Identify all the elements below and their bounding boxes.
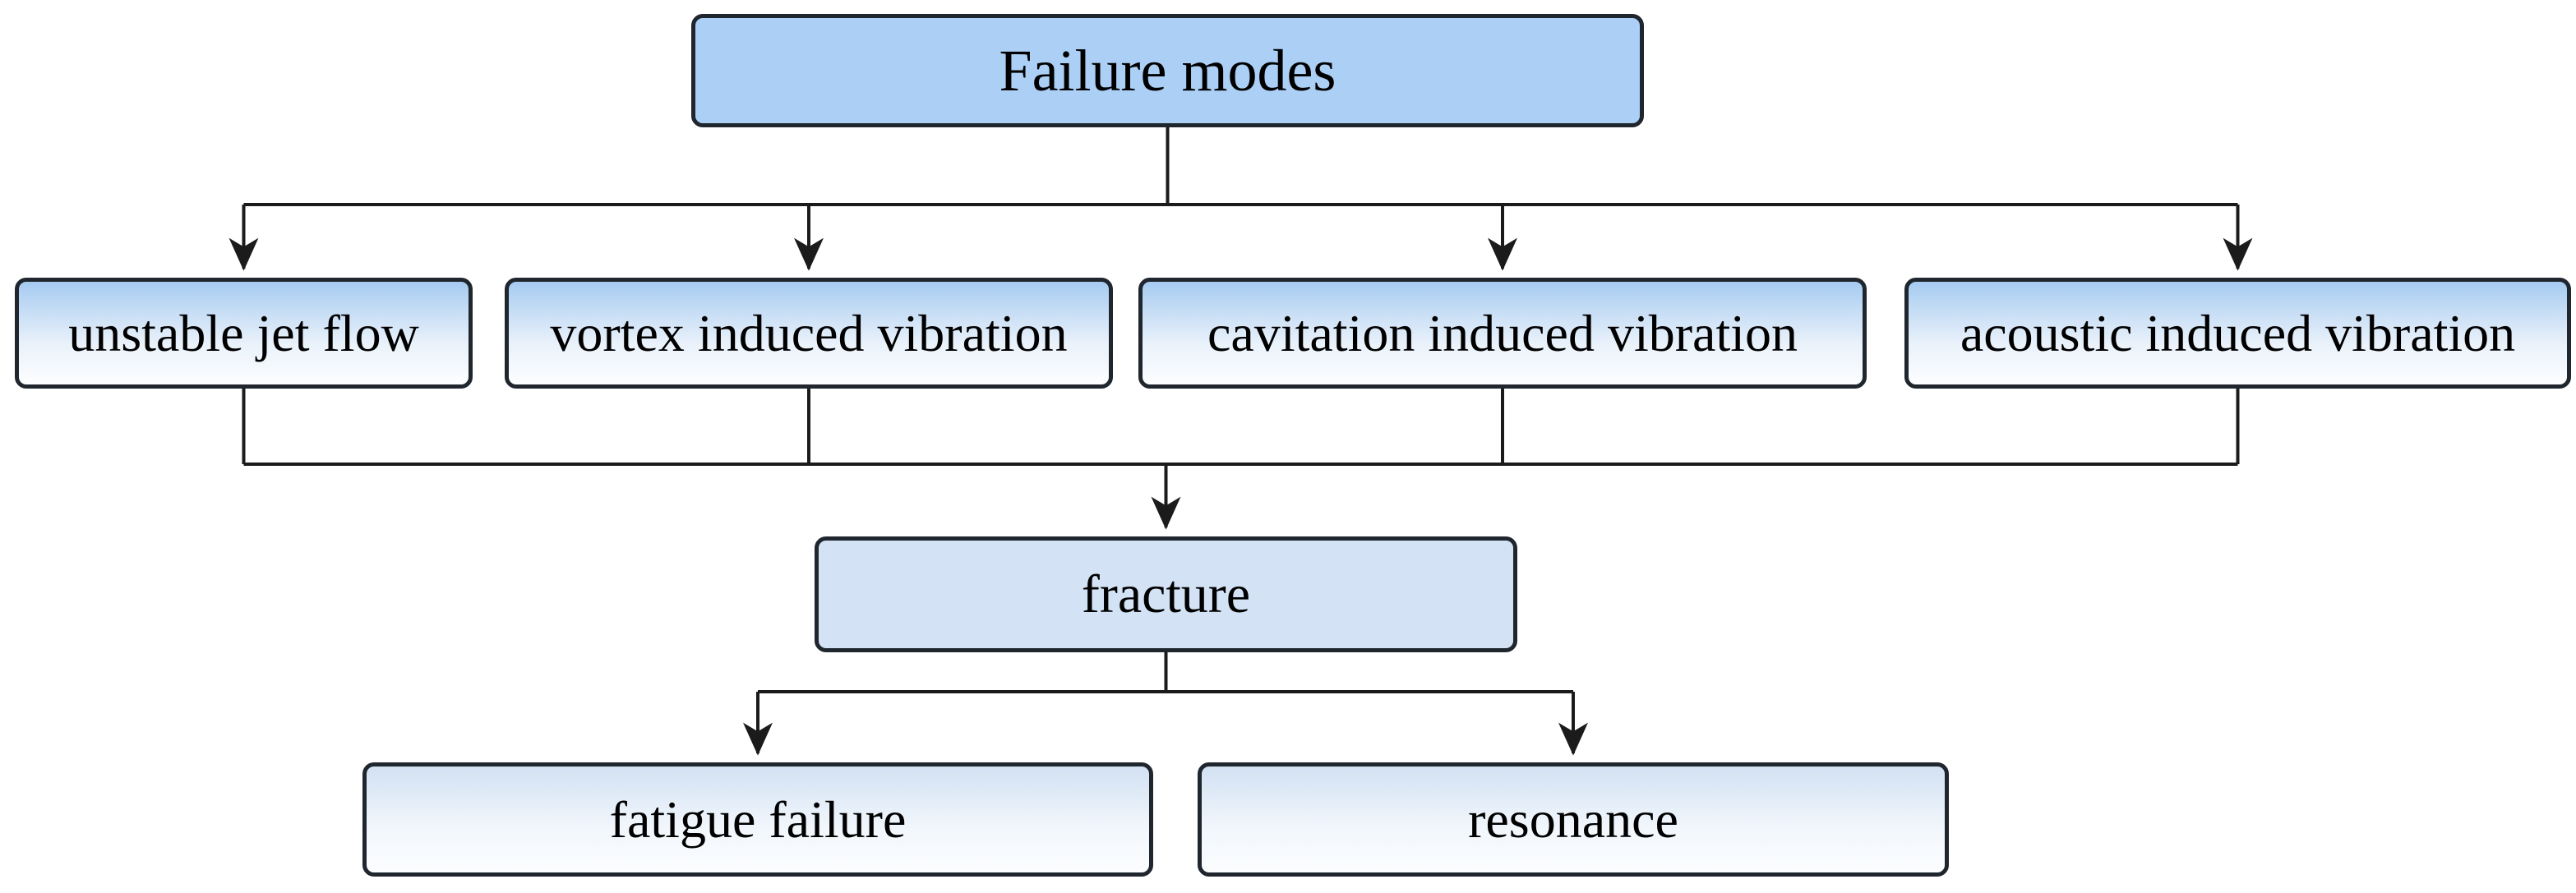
root-to-causes-connector [229,127,2253,271]
causes-to-result-connector [242,389,2240,530]
node-fracture-label: fracture [1081,564,1251,624]
node-failure-modes-label: Failure modes [999,38,1336,104]
node-acoustic-induced-vibration-label: acoustic induced vibration [1960,303,2516,362]
node-resonance: resonance [1198,762,1949,877]
node-unstable-jet-flow: unstable jet flow [15,278,473,389]
node-cavitation-induced-vibration-label: cavitation induced vibration [1207,303,1798,362]
node-fracture: fracture [815,536,1517,652]
node-unstable-jet-flow-label: unstable jet flow [68,303,419,362]
node-cavitation-induced-vibration: cavitation induced vibration [1138,278,1867,389]
node-vortex-induced-vibration-label: vortex induced vibration [550,303,1068,362]
node-failure-modes: Failure modes [691,14,1644,127]
node-fatigue-failure-label: fatigue failure [609,789,907,849]
node-fatigue-failure: fatigue failure [362,762,1153,877]
node-vortex-induced-vibration: vortex induced vibration [505,278,1113,389]
node-acoustic-induced-vibration: acoustic induced vibration [1904,278,2571,389]
node-resonance-label: resonance [1468,789,1678,849]
result-to-outcomes-connector [743,652,1588,756]
